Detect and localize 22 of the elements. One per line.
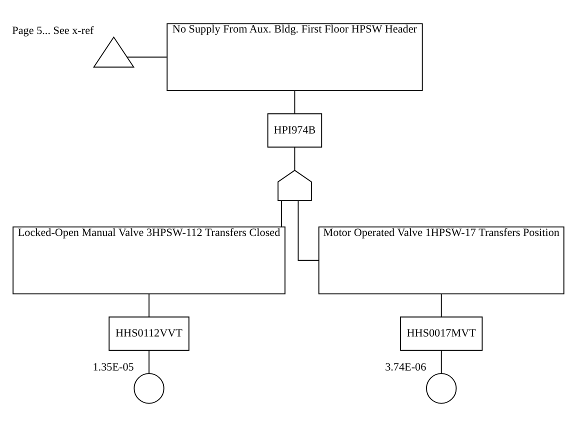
connector [440,293,442,317]
node-box: HHS0017MVT [400,316,483,350]
node-circle [134,372,164,404]
node-box: Locked-Open Manual Valve 3HPSW-112 Transfers Closed [12,226,286,294]
connector [148,349,150,374]
connector [281,200,282,227]
node-label: 3.74E-06 [385,360,426,373]
connector [294,146,296,170]
connector [148,293,150,317]
connector [298,200,320,260]
node-box: Motor Operated Valve 1HPSW-17 Transfers Position [318,226,564,294]
node-box: No Supply From Aux. Bldg. First Floor HPSW Header [166,22,423,90]
node-triangle [92,36,135,68]
connector [440,349,442,374]
node-label: 1.35E-05 [92,360,134,373]
node-gate [278,169,312,201]
node-label: Page 5... See x-ref [12,24,94,37]
node-box: HPI974B [267,112,322,148]
connector [294,90,296,114]
connector [126,56,168,58]
node-box: HHS0112VVT [108,316,190,350]
node-circle [426,372,457,404]
